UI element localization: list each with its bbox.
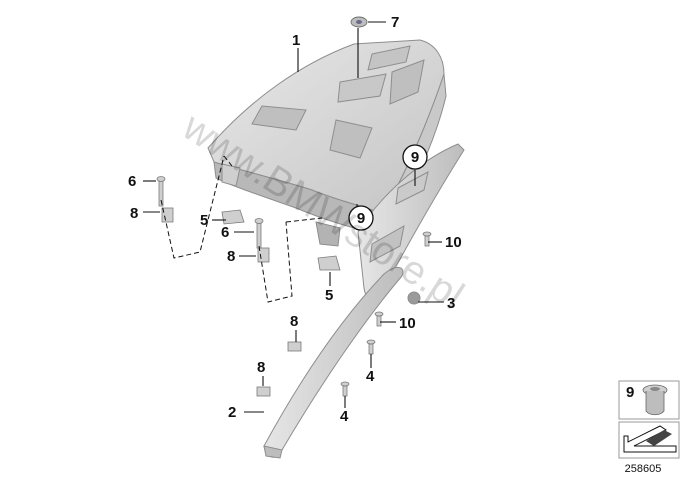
callout-4a: 4	[366, 368, 375, 385]
callout-8d: 8	[257, 359, 265, 376]
callout-3: 3	[447, 295, 455, 312]
callout-8b: 8	[227, 248, 235, 265]
diagram-number: 258605	[625, 463, 662, 475]
callout-9-circle-b	[348, 205, 374, 231]
callout-9b: 9	[357, 210, 365, 227]
callout-10a: 10	[445, 234, 462, 251]
grab-rail	[263, 267, 404, 459]
arrow-symbol-icon	[623, 425, 677, 453]
grommet-icon	[642, 384, 668, 416]
callout-5a: 5	[200, 212, 208, 229]
legend-item-number: 9	[626, 384, 634, 401]
callout-numbers: 1 7 9 9 6 8 5 6 8 5 10 3 10 8 4 8 4 2	[128, 14, 462, 425]
callout-10b: 10	[399, 315, 416, 332]
callout-8c: 8	[290, 313, 298, 330]
hex-nut	[350, 16, 368, 28]
callout-1: 1	[292, 32, 300, 49]
callout-5b: 5	[325, 287, 333, 304]
fasteners	[156, 176, 432, 397]
callout-2: 2	[228, 404, 236, 421]
callout-7: 7	[391, 14, 399, 31]
callout-4b: 4	[340, 408, 349, 425]
callout-9-circle-a	[402, 144, 428, 170]
callout-6a: 6	[128, 173, 136, 190]
assembly-lines	[160, 155, 323, 303]
leader-lines	[143, 21, 444, 413]
legend-box: 9 258605	[618, 380, 680, 475]
callout-6b: 6	[221, 224, 229, 241]
callout-9a: 9	[411, 149, 419, 166]
callout-8a: 8	[130, 205, 138, 222]
